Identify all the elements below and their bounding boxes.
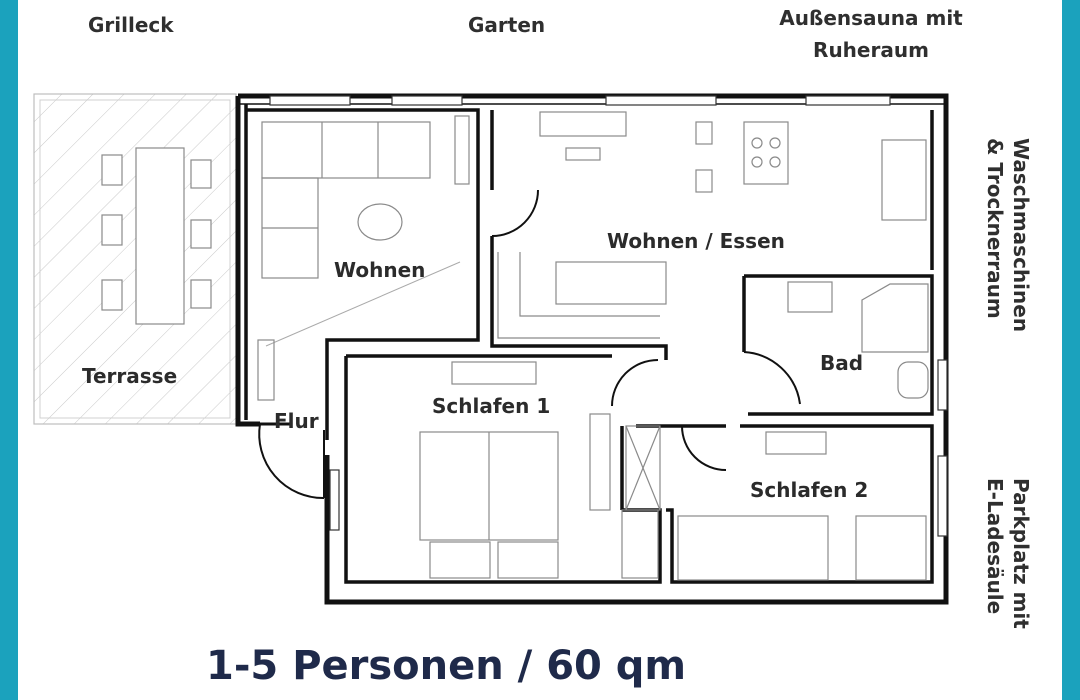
- kitchen-furniture: [497, 111, 927, 339]
- frame-left-border: [0, 0, 18, 700]
- label-outdoor-sauna: Außensauna mit Ruheraum: [760, 6, 982, 62]
- label-laundry-room-line1: Waschmaschinen: [1009, 138, 1033, 333]
- label-terrace: Terrasse: [82, 364, 178, 388]
- windows: [269, 95, 948, 537]
- label-laundry-room: Waschmaschinen & Trocknerraum: [982, 138, 1034, 332]
- frame-right-border: [1062, 0, 1080, 700]
- label-garden: Garten: [468, 13, 546, 37]
- terrace-area: [33, 93, 237, 425]
- label-parking-line2: E-Ladesäule: [983, 478, 1007, 615]
- exterior-walls: [235, 93, 949, 605]
- label-bedroom-2: Schlafen 2: [750, 478, 869, 502]
- label-grill-corner: Grilleck: [88, 13, 174, 37]
- label-outdoor-sauna-line2: Ruheraum: [813, 38, 929, 62]
- summary-title: 1-5 Personen / 60 qm: [206, 643, 687, 689]
- interior-walls: [244, 104, 934, 584]
- terrace-table: [101, 147, 212, 325]
- bedroom1-furniture: [419, 361, 659, 579]
- label-bedroom-1: Schlafen 1: [432, 394, 551, 418]
- bathroom-fixtures: [787, 281, 929, 399]
- label-living: Wohnen: [334, 258, 426, 282]
- label-hallway: Flur: [274, 409, 319, 433]
- label-bathroom: Bad: [820, 351, 864, 375]
- label-living-dining: Wohnen / Essen: [607, 229, 785, 253]
- label-laundry-room-line2: & Trocknerraum: [983, 138, 1007, 319]
- bedroom2-furniture: [625, 425, 927, 581]
- label-parking: Parkplatz mit E-Ladesäule: [982, 478, 1034, 629]
- living-furniture: [257, 115, 470, 401]
- label-parking-line1: Parkplatz mit: [1009, 478, 1033, 629]
- doors: [258, 189, 801, 500]
- label-outdoor-sauna-line1: Außensauna mit: [779, 6, 963, 30]
